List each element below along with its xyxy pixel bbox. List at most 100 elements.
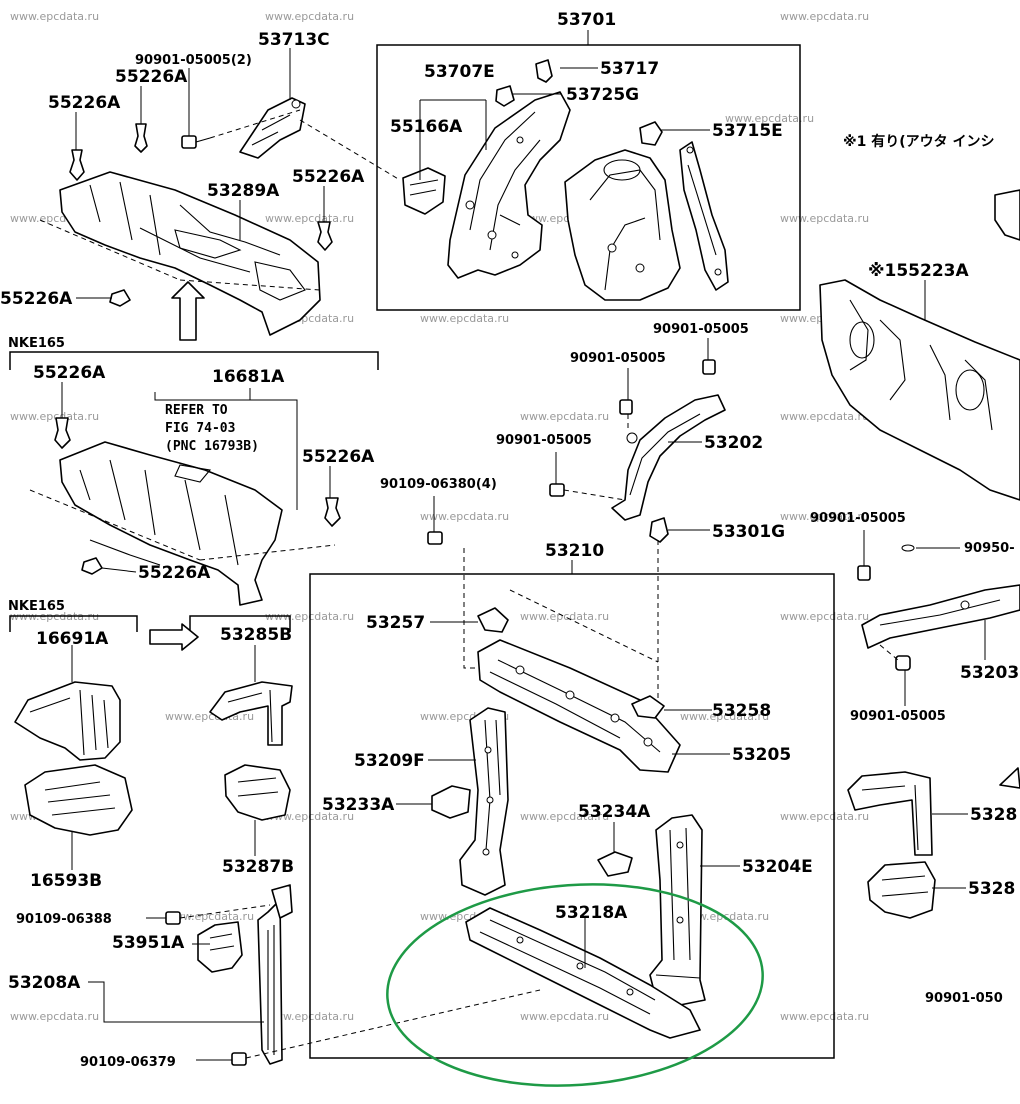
watermark: www.epcdata.ru <box>780 212 869 225</box>
group-label-nke165: NKE165 <box>8 599 65 614</box>
label-53210: 53210 <box>545 541 604 561</box>
watermark: www.epcdata.ru <box>520 1010 609 1023</box>
watermark: www.epcdata.ru <box>165 910 254 923</box>
part-53257-bracket <box>477 607 509 633</box>
refer-note-line: FIG 74-03 <box>165 421 235 436</box>
label-53258: 53258 <box>712 701 771 721</box>
label-55226a: 55226A <box>302 447 375 467</box>
label-90109-06379: 90109-06379 <box>80 1055 176 1070</box>
label-155223a: ※155223A <box>868 261 969 281</box>
watermark: www.epcdata.ru <box>420 510 509 523</box>
part-53205-upper-support <box>477 639 681 773</box>
label-53203: 53203 <box>960 663 1019 683</box>
part-53713c-bracket <box>239 97 306 159</box>
watermark: www.epcdata.ru <box>10 410 99 423</box>
watermark: www.epcdata.ru <box>780 10 869 23</box>
label-53234a: 53234A <box>578 802 651 822</box>
label-53701: 53701 <box>557 10 616 30</box>
watermark: www.epcdata.ru <box>780 410 869 423</box>
part-53701-wheel-apron <box>564 149 681 301</box>
bracket-icon <box>495 59 663 146</box>
watermark: www.epcdata.ru <box>10 10 99 23</box>
watermark: www.epcdata.ru <box>265 10 354 23</box>
label-53233a: 53233A <box>322 795 395 815</box>
label-53287b: 53287B <box>222 857 294 877</box>
label-90901-05005-2: 90901-05005(2) <box>135 53 252 68</box>
label-53202: 53202 <box>704 433 763 453</box>
label-16691a: 16691A <box>36 629 109 649</box>
arrow-right-icon <box>149 623 199 651</box>
label-55226a: 55226A <box>0 289 73 309</box>
part-53218a-lower-support <box>465 907 701 1039</box>
watermark: www.epcdata.ru <box>780 610 869 623</box>
bolt-icon <box>181 135 211 149</box>
part-53289a-air-duct <box>59 171 321 336</box>
label-53205: 53205 <box>732 745 791 765</box>
footnote: ※1 有り(アウタ インシ <box>843 133 995 150</box>
part-5328-air-guide-b <box>867 861 936 919</box>
part-53202-bracket <box>611 394 726 521</box>
part-53203-bracket <box>861 584 1020 649</box>
watermark: www.epcdata.ru <box>780 1010 869 1023</box>
label-5328: 5328 <box>970 805 1017 825</box>
part-53301g-cushion <box>649 517 669 543</box>
part-53951a-bracket <box>197 921 243 973</box>
part-53715e-reinforcement <box>679 141 729 291</box>
refer-note-line: (PNC 16793B) <box>165 439 259 454</box>
label-53717: 53717 <box>600 59 659 79</box>
part-53287b-air-guide <box>224 764 291 821</box>
label-53208a: 53208A <box>8 973 81 993</box>
label-90901-05005: 90901-05005 <box>570 351 666 366</box>
label-55226a: 55226A <box>292 167 365 187</box>
label-90950: 90950- <box>964 541 1015 556</box>
watermark: www.epcdata.ru <box>520 810 609 823</box>
group-label-nke165: NKE165 <box>8 336 65 351</box>
bolt-icon <box>857 565 911 671</box>
watermark: www.epcdata.ru <box>780 810 869 823</box>
label-55226a: 55226A <box>33 363 106 383</box>
label-55226a: 55226A <box>138 563 211 583</box>
part-53233a-bracket <box>431 785 471 819</box>
watermark: www.epcdata.ru <box>420 312 509 325</box>
label-55226a: 55226A <box>48 93 121 113</box>
part-53209f-side-support <box>459 707 509 896</box>
label-53715e: 53715E <box>712 121 783 141</box>
watermark: www.epcdata.ru <box>10 1010 99 1023</box>
part-53234a-bracket <box>597 851 633 877</box>
arrow-icon <box>999 767 1020 789</box>
label-16593b: 16593B <box>30 871 102 891</box>
watermark: www.epcdata.ru <box>265 212 354 225</box>
highlight-ellipse <box>386 883 764 1087</box>
part-55166a-bracket <box>402 167 446 215</box>
bolt-icon <box>427 359 716 545</box>
label-90901-05005: 90901-05005 <box>850 709 946 724</box>
part-labels: 53701 90901-05005(2) 53713C 55226A 55226… <box>0 10 1019 1070</box>
label-55226a: 55226A <box>115 67 188 87</box>
label-55166a: 55166A <box>390 117 463 137</box>
part-16593b-air-guide <box>24 764 133 836</box>
label-53725g: 53725G <box>566 85 639 105</box>
label-53707e: 53707E <box>424 62 495 82</box>
part-53204e-side-support <box>649 814 706 1006</box>
label-90901-05005: 90901-05005 <box>810 511 906 526</box>
label-90901-05005: 90901-05005 <box>496 433 592 448</box>
label-53713c: 53713C <box>258 30 330 50</box>
part-53208a-seal <box>257 884 293 1065</box>
group-bracket-nke165-lower-left <box>9 615 138 632</box>
part-5328-air-guide-a <box>847 771 933 856</box>
label-53951a: 53951A <box>112 933 185 953</box>
part-16681a-air-guide <box>59 441 283 606</box>
label-53285b: 53285B <box>220 625 292 645</box>
label-53218a: 53218A <box>555 903 628 923</box>
watermark: www.epcdata.ru <box>725 112 814 125</box>
label-16681a: 16681A <box>212 367 285 387</box>
bolt-icon <box>165 911 247 1066</box>
refer-note-line: REFER TO <box>165 403 228 418</box>
label-5328: 5328 <box>968 879 1015 899</box>
part-155223a-dash-insulator <box>819 189 1020 501</box>
label-53301g: 53301G <box>712 522 785 542</box>
watermark: www.epcdata.ru <box>680 710 769 723</box>
watermark: www.epcdata.ru <box>520 610 609 623</box>
